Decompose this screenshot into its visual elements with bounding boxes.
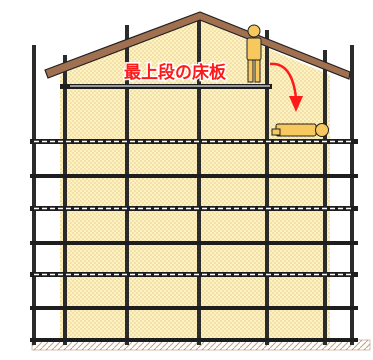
fallen-worker-icon xyxy=(271,123,329,137)
standing-worker-icon xyxy=(246,24,262,83)
scaffold-tier xyxy=(30,306,358,310)
scaffold-tier xyxy=(30,338,358,342)
curved-arrow-icon xyxy=(269,62,303,112)
scaffold-tier xyxy=(30,206,358,211)
scaffold-tier xyxy=(30,139,358,144)
annotation-label: 最上段の床板 xyxy=(124,62,227,83)
scaffold-tier xyxy=(30,272,358,277)
scaffold-tier xyxy=(30,241,358,245)
top-floorboard xyxy=(60,84,272,89)
scaffold-tier xyxy=(30,174,358,178)
roof xyxy=(44,11,351,80)
scaffold-poles xyxy=(32,20,354,345)
scaffold-tiers xyxy=(30,139,358,342)
